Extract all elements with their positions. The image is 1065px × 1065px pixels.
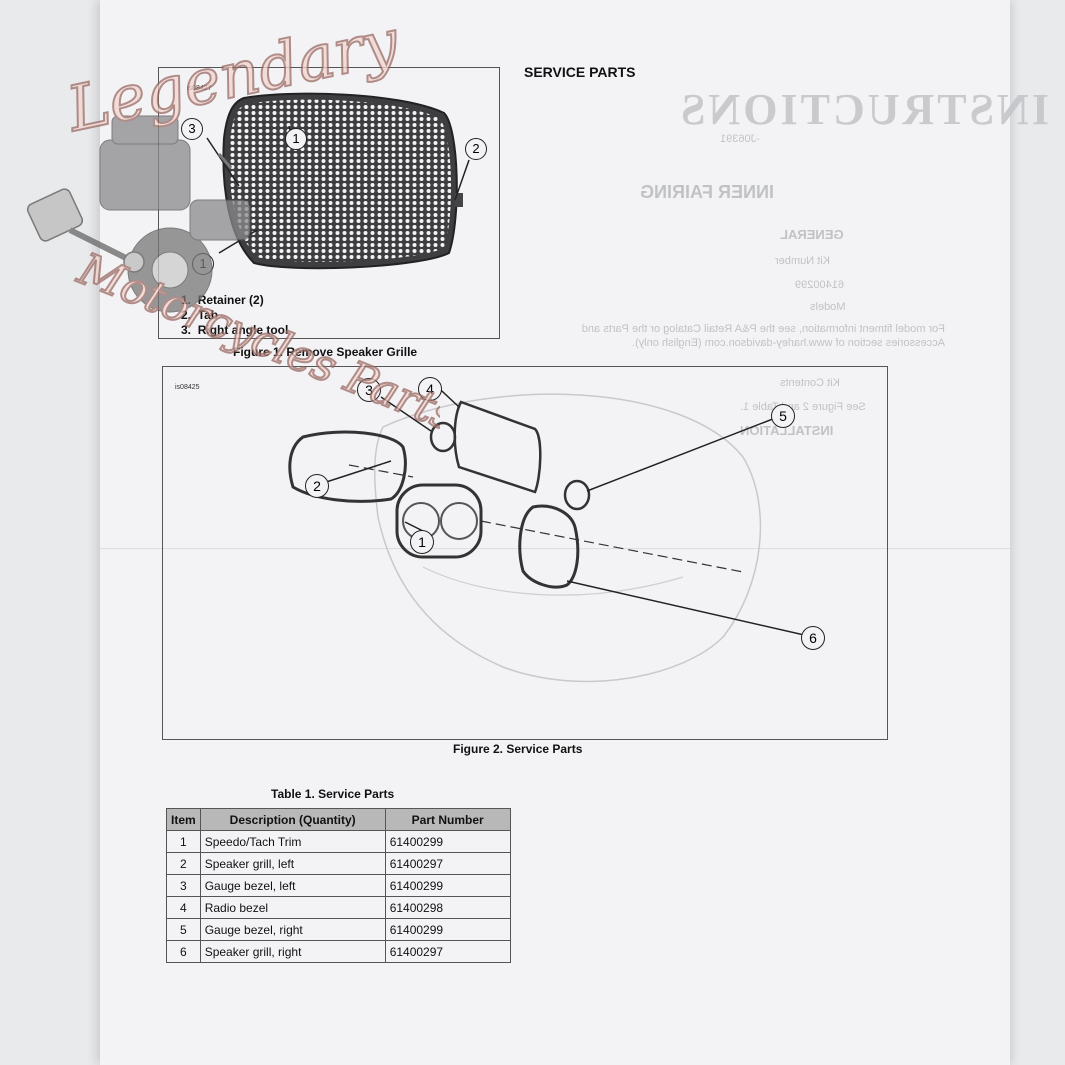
header-part-number: Part Number (384, 808, 511, 831)
cell-item: 4 (166, 896, 201, 919)
figure1-code: is08427 (187, 85, 212, 92)
legend-item-1: 1. Retainer (2) (181, 293, 264, 307)
figure2-caption: Figure 2. Service Parts (453, 742, 583, 756)
figure1-callout-3: 3 (181, 118, 203, 140)
figure2-callout-1: 1 (410, 530, 434, 554)
ghost-form-number: -J06391 (720, 133, 760, 145)
legend-item-2: 2. Tab (181, 308, 219, 322)
paper-fold (100, 548, 1010, 550)
figure1-frame: is08427 1 1 2 3 1. Retainer (2) 2. Tab 3… (158, 67, 500, 339)
header-item: Item (166, 808, 201, 831)
cell-part-number: 61400297 (384, 940, 511, 963)
ghost-header: INSTRUCTIONS (678, 85, 1049, 134)
ghost-kit-number-label: Kit Number (775, 255, 831, 267)
inner-fairing-illustration (288, 378, 814, 683)
ghost-general: GENERAL (780, 227, 844, 242)
figure2-frame: is08425 (162, 366, 888, 740)
cell-part-number: 61400299 (384, 830, 511, 853)
cell-part-number: 61400299 (384, 874, 511, 897)
figure2-callout-5: 5 (771, 404, 795, 428)
figure2-callout-3: 3 (357, 378, 381, 402)
cell-item: 1 (166, 830, 201, 853)
table-header-row: Item Description (Quantity) Part Number (166, 808, 511, 831)
cell-description: Speaker grill, left (199, 852, 386, 875)
figure1-callout-2: 2 (465, 138, 487, 160)
table-row: 2 Speaker grill, left 61400297 (166, 852, 511, 875)
cell-description: Radio bezel (199, 896, 386, 919)
speaker-grille-illustration (206, 92, 470, 270)
table-row: 4 Radio bezel 61400298 (166, 896, 511, 919)
ghost-section-title: INNER FAIRING (640, 182, 775, 202)
cell-part-number: 61400297 (384, 852, 511, 875)
cell-part-number: 61400298 (384, 896, 511, 919)
figure2-code: is08425 (175, 384, 200, 391)
cell-item: 3 (166, 874, 201, 897)
table-row: 1 Speedo/Tach Trim 61400299 (166, 830, 511, 853)
figure2-callout-4: 4 (418, 377, 442, 401)
figure2-callout-2: 2 (305, 474, 329, 498)
header-description: Description (Quantity) (199, 808, 386, 831)
cell-item: 5 (166, 918, 201, 941)
figure2-callout-6: 6 (801, 626, 825, 650)
service-parts-table: Item Description (Quantity) Part Number … (166, 808, 511, 963)
page-title: SERVICE PARTS (524, 64, 636, 80)
table-row: 3 Gauge bezel, left 61400299 (166, 874, 511, 897)
cell-item: 6 (166, 940, 201, 963)
cell-description: Gauge bezel, right (199, 918, 386, 941)
figure1-caption: Figure 1. Remove Speaker Grille (233, 345, 418, 359)
figure1-callout-1b: 1 (192, 253, 214, 275)
cell-item: 2 (166, 852, 201, 875)
cell-description: Speedo/Tach Trim (199, 830, 386, 853)
ghost-kit-number: 61400299 (795, 279, 844, 291)
cell-part-number: 61400299 (384, 918, 511, 941)
figure1-callout-1a: 1 (285, 128, 307, 150)
ghost-models-text: For model fitment information, see the P… (581, 323, 945, 349)
cell-description: Gauge bezel, left (199, 874, 386, 897)
ghost-models-label: Models (810, 301, 846, 313)
table-row: 6 Speaker grill, right 61400297 (166, 940, 511, 963)
cell-description: Speaker grill, right (199, 940, 386, 963)
table1-title: Table 1. Service Parts (271, 787, 395, 801)
legend-item-3: 3. Right angle tool (181, 323, 289, 337)
table-row: 5 Gauge bezel, right 61400299 (166, 918, 511, 941)
